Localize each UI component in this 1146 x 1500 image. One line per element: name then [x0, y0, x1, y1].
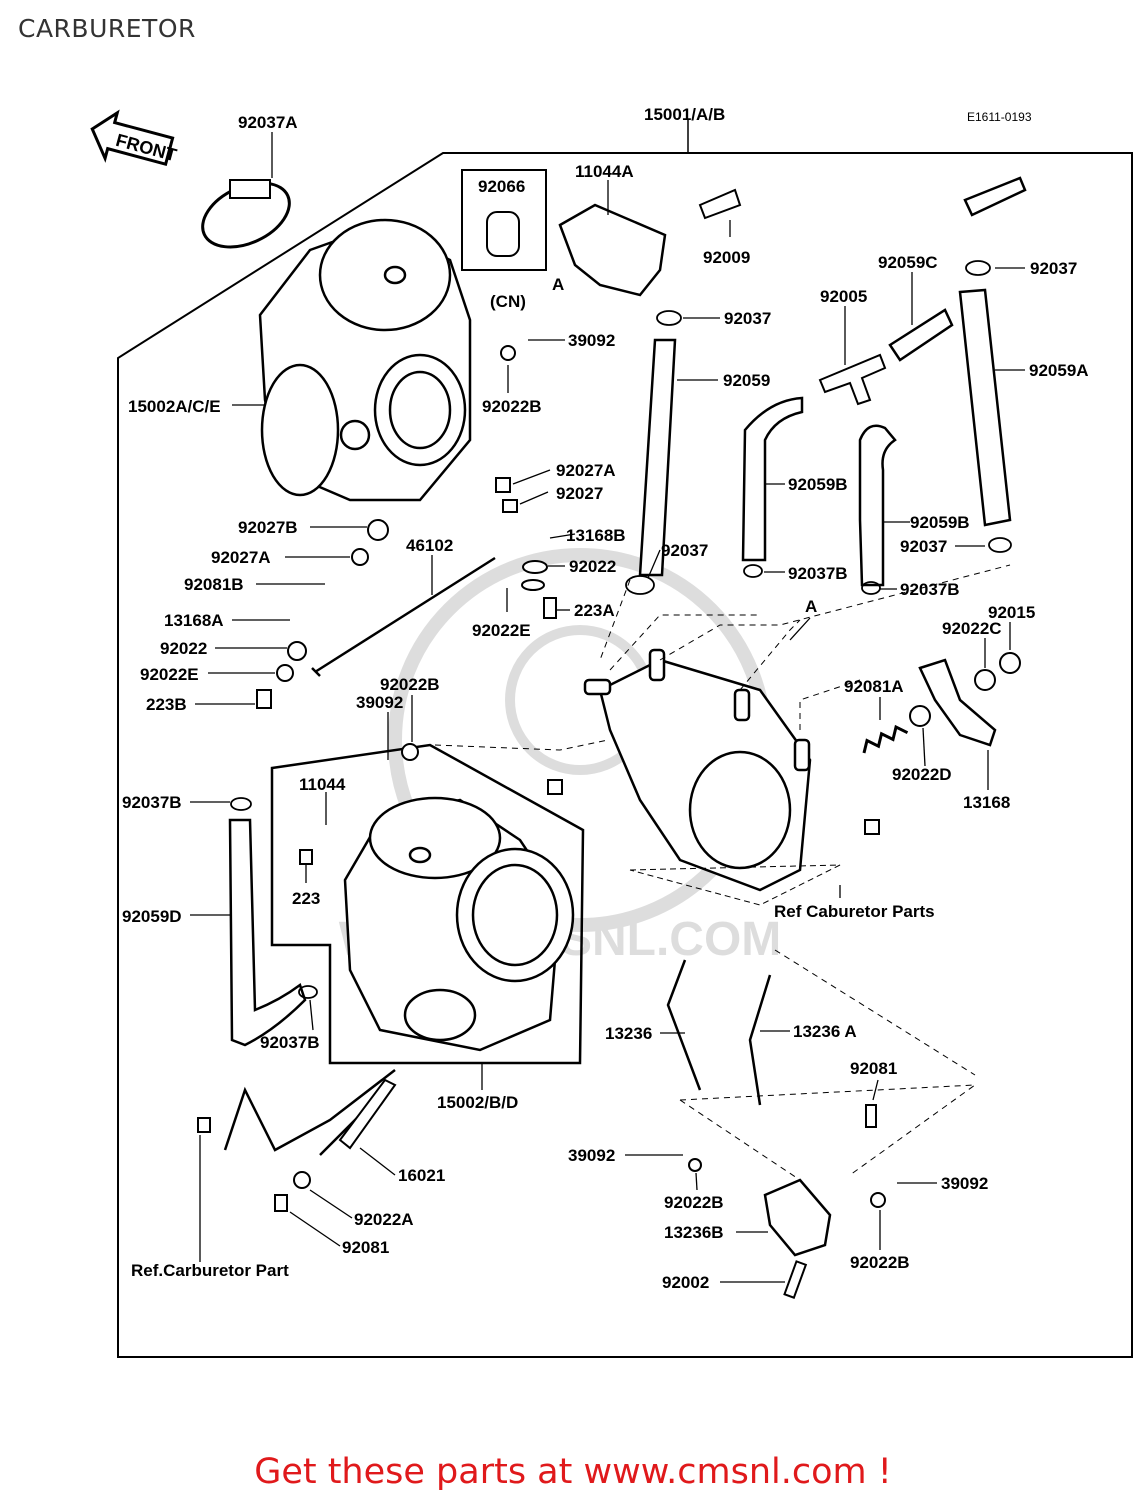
callout-223A[interactable]: 223A: [574, 601, 615, 620]
callout-92037-far-right[interactable]: 92037: [900, 537, 947, 556]
callout-92027A-1[interactable]: 92027A: [556, 461, 616, 480]
reference-lines: [434, 564, 1011, 1181]
carburetor-exploded-diagram: WWW.CMSNL.COM FRONT: [90, 105, 1133, 1358]
callout-92022C[interactable]: 92022C: [942, 619, 1002, 638]
callout-16021[interactable]: 16021: [398, 1166, 445, 1185]
callout-92066[interactable]: 92066: [478, 177, 525, 196]
lever-13168-icon: [918, 658, 997, 747]
callout-39092-mid[interactable]: 39092: [356, 693, 403, 712]
callout-92037-center[interactable]: 92037: [661, 541, 708, 560]
callout-15002-B-D[interactable]: 15002/B/D: [437, 1093, 518, 1112]
bracket-13236B-icon: [763, 1178, 832, 1257]
callout-13168A[interactable]: 13168A: [164, 611, 224, 630]
callout-92022E-mid[interactable]: 92022E: [472, 621, 531, 640]
bracket-11044A-icon: [558, 203, 667, 297]
spring-92081A-icon: [862, 724, 909, 754]
callout-13236[interactable]: 13236: [605, 1024, 652, 1043]
callout-92027B[interactable]: 92027B: [238, 518, 298, 537]
callout-cn[interactable]: (CN): [490, 292, 526, 311]
drawing-code: E1611-0193: [967, 110, 1032, 124]
callout-labels: 92037A 15001/A/B E1611-0193 92066 (CN) 1…: [122, 105, 1089, 1292]
callout-92022B-bottom-2[interactable]: 92022B: [850, 1253, 910, 1272]
get-parts-link[interactable]: Get these parts at www.cmsnl.com !: [254, 1452, 892, 1492]
callout-13236B[interactable]: 13236B: [664, 1223, 724, 1242]
callout-223[interactable]: 223: [292, 889, 320, 908]
callout-92022-mid[interactable]: 92022: [569, 557, 616, 576]
callout-92059B-2[interactable]: 92059B: [910, 513, 970, 532]
callout-92022B-top[interactable]: 92022B: [482, 397, 542, 416]
callout-92037B-2[interactable]: 92037B: [900, 580, 960, 599]
hoses: [228, 176, 1027, 1047]
callout-92037A[interactable]: 92037A: [238, 113, 298, 132]
callout-a-top: A: [552, 275, 564, 294]
callout-13236A[interactable]: 13236 A: [793, 1022, 857, 1041]
callout-11044[interactable]: 11044: [299, 775, 346, 794]
callout-92059A[interactable]: 92059A: [1029, 361, 1089, 380]
callout-13168B[interactable]: 13168B: [566, 526, 626, 545]
carburetor-body-lower-icon: [270, 743, 585, 1065]
callout-92022D[interactable]: 92022D: [892, 765, 952, 784]
callout-92037B-1[interactable]: 92037B: [788, 564, 848, 583]
tee-92005-icon: [818, 353, 887, 406]
callout-92081-left[interactable]: 92081: [342, 1238, 389, 1257]
callout-92059[interactable]: 92059: [723, 371, 770, 390]
callout-92037-mid[interactable]: 92037: [724, 309, 771, 328]
callout-15002A-C-E[interactable]: 15002A/C/E: [128, 397, 221, 416]
callout-92005[interactable]: 92005: [820, 287, 867, 306]
page-title: CARBURETOR: [18, 14, 196, 43]
callout-92059C[interactable]: 92059C: [878, 253, 938, 272]
callout-92037B-bottom[interactable]: 92037B: [260, 1033, 320, 1052]
callout-92037-right[interactable]: 92037: [1030, 259, 1077, 278]
callout-92002[interactable]: 92002: [662, 1273, 709, 1292]
frame-outline: [117, 152, 1133, 1358]
callout-92022E-left[interactable]: 92022E: [140, 665, 199, 684]
callout-92081-right[interactable]: 92081: [850, 1059, 897, 1078]
carburetor-housing-right-icon: [583, 648, 812, 892]
callout-ref-caburetor-parts[interactable]: Ref Caburetor Parts: [774, 902, 935, 921]
callout-15001-A-B[interactable]: 15001/A/B: [644, 105, 725, 124]
callout-11044A[interactable]: 11044A: [575, 162, 634, 181]
callout-92059D[interactable]: 92059D: [122, 907, 182, 926]
callout-39092-bottom-1[interactable]: 39092: [568, 1146, 615, 1165]
carburetor-body-upper-icon: [258, 218, 472, 502]
callout-39092-top[interactable]: 39092: [568, 331, 615, 350]
callout-92022-left[interactable]: 92022: [160, 639, 207, 658]
callout-92015[interactable]: 92015: [988, 603, 1035, 622]
clips: [230, 260, 1012, 999]
callout-92022B-mid[interactable]: 92022B: [380, 675, 440, 694]
callout-92081A[interactable]: 92081A: [844, 677, 904, 696]
callout-39092-bottom-2[interactable]: 39092: [941, 1174, 988, 1193]
callout-92009[interactable]: 92009: [703, 248, 750, 267]
callout-92027A-2[interactable]: 92027A: [211, 548, 271, 567]
callout-13168[interactable]: 13168: [963, 793, 1010, 812]
small-parts: [197, 345, 1021, 1299]
callout-92022A[interactable]: 92022A: [354, 1210, 414, 1229]
bolt-92009-icon: [698, 188, 742, 220]
leader-lines: [190, 132, 1025, 1283]
cn-box: [461, 169, 547, 271]
callout-92022B-bottom-1[interactable]: 92022B: [664, 1193, 724, 1212]
link-rods: [223, 556, 772, 1156]
callout-223B[interactable]: 223B: [146, 695, 187, 714]
callout-46102[interactable]: 46102: [406, 536, 453, 555]
callout-a-mid: A: [805, 597, 817, 616]
callout-92081B[interactable]: 92081B: [184, 575, 244, 594]
front-arrow-icon: FRONT: [90, 109, 179, 167]
callout-92037B-left[interactable]: 92037B: [122, 793, 182, 812]
callout-ref-carburetor-part[interactable]: Ref.Carburetor Part: [131, 1261, 289, 1280]
callout-92059B-1[interactable]: 92059B: [788, 475, 848, 494]
callout-92027[interactable]: 92027: [556, 484, 603, 503]
